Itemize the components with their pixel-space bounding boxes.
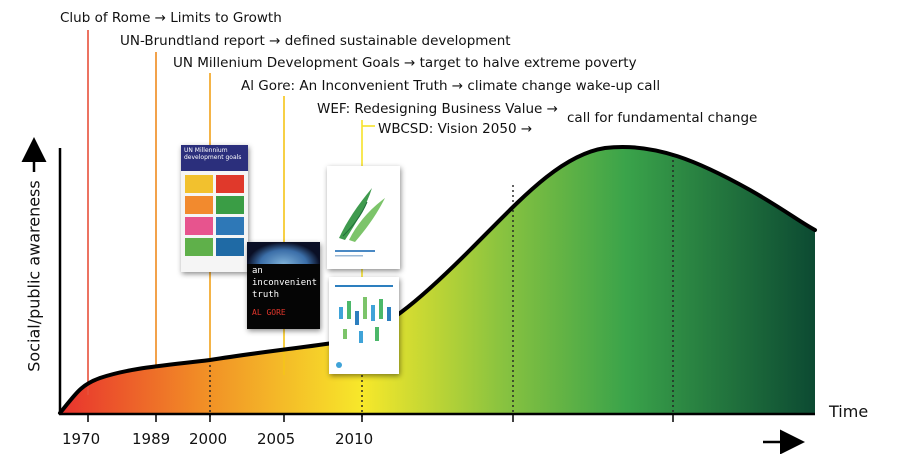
inconvenient-truth-cover-image: an inconvenient truth AL GORE xyxy=(247,242,320,329)
x-tick-label: 2010 xyxy=(335,430,374,448)
y-axis-label: Social/public awareness xyxy=(24,180,44,372)
x-tick-label: 2005 xyxy=(257,430,296,448)
annotation-al-gore: Al Gore: An Inconvenient Truth → climate… xyxy=(241,78,661,94)
wbcsd-vision-2050-cover-image xyxy=(329,277,399,374)
mdg-goal-tile xyxy=(216,238,244,256)
mdg-goal-tile xyxy=(185,217,213,235)
mdg-goal-tile xyxy=(185,196,213,214)
x-tick-label: 2000 xyxy=(189,430,228,448)
mdg-goal-tile xyxy=(216,217,244,235)
un-mdg-cover-image: UN Millennium development goals xyxy=(181,145,248,272)
annotation-wef: WEF: Redesigning Business Value → xyxy=(317,101,558,117)
un-mdg-cover-title: UN Millennium development goals xyxy=(181,145,248,171)
wbcsd-graphic xyxy=(335,285,393,368)
awareness-curve xyxy=(58,145,817,415)
mdg-goal-tile xyxy=(185,238,213,256)
awareness-area xyxy=(60,146,815,414)
cover-title-line: inconvenient xyxy=(252,278,318,288)
mdg-goal-tile xyxy=(216,175,244,193)
wef-leaf-graphic xyxy=(335,188,385,257)
annotation-wbcsd: WBCSD: Vision 2050 → xyxy=(378,121,533,137)
cover-title-line: truth xyxy=(252,290,280,300)
wef-report-cover-image xyxy=(327,166,400,269)
cover-title-line: an xyxy=(252,266,263,276)
mdg-goal-tile xyxy=(216,196,244,214)
mdg-goal-tile xyxy=(185,175,213,193)
annotation-club-of-rome: Club of Rome → Limits to Growth xyxy=(60,10,282,26)
annotation-mdg: UN Millenium Development Goals → target … xyxy=(173,55,637,71)
x-axis-label: Time xyxy=(829,402,869,421)
cover-author: AL GORE xyxy=(252,308,286,317)
x-tick-label: 1989 xyxy=(132,430,171,448)
annotation-brundtland: UN-Brundtland report → defined sustainab… xyxy=(120,33,511,49)
mdg-icon-grid xyxy=(181,171,248,260)
x-tick-label: 1970 xyxy=(62,430,101,448)
annotation-fundamental-change: call for fundamental change xyxy=(567,110,758,126)
earth-graphic xyxy=(247,242,320,264)
